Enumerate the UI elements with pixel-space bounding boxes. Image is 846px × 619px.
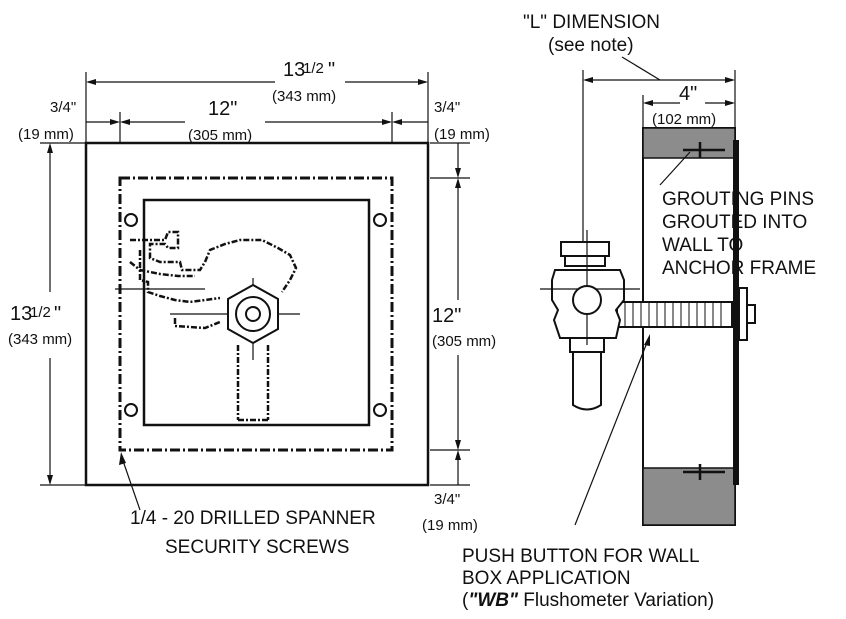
- grout-line2: GROUTED INTO: [662, 212, 807, 233]
- depth-value: 4": [679, 83, 697, 105]
- grout-line4: ANCHOR FRAME: [662, 258, 816, 279]
- outer-frame: [84, 141, 430, 487]
- button-flange: [738, 287, 748, 341]
- grout-line1: GROUTING PINS: [662, 189, 814, 210]
- inner-height-metric: (305 mm): [432, 333, 496, 350]
- screw-bottom-right: [373, 403, 387, 417]
- overall-height-frac: 1/2: [30, 304, 51, 321]
- cover-plate: [142, 198, 371, 427]
- left-margin-value: 3/4": [50, 99, 76, 116]
- left-margin-metric: (19 mm): [18, 126, 74, 143]
- front-view: [40, 72, 470, 511]
- right-margin-metric: (19 mm): [434, 126, 490, 143]
- right-margin-value: 3/4": [434, 99, 460, 116]
- push-label-rest: Flushometer Variation): [518, 590, 714, 611]
- overall-height-unit: ": [54, 303, 61, 325]
- bottom-margin-value: 3/4": [434, 491, 460, 508]
- inner-box-outline: [118, 176, 394, 452]
- overall-width-whole: 13: [283, 59, 305, 81]
- overall-height-metric: (343 mm): [8, 331, 72, 348]
- overall-width-metric: (343 mm): [272, 88, 336, 105]
- push-button-center: [245, 306, 261, 322]
- side-view: [540, 56, 756, 526]
- inner-height-value: 12": [432, 305, 461, 327]
- overall-height-whole: 13: [10, 303, 32, 325]
- screws-label-line2: SECURITY SCREWS: [165, 537, 349, 558]
- inner-width-value: 12": [208, 98, 237, 120]
- extension-tube: [616, 301, 733, 328]
- screws-label-line1: 1/4 - 20 DRILLED SPANNER: [130, 508, 376, 529]
- grout-bottom: [642, 467, 736, 526]
- grout-line3: WALL TO: [662, 235, 743, 256]
- front-plate: [733, 140, 739, 485]
- l-dimension-line1: "L" DIMENSION: [523, 12, 660, 33]
- push-label-line1: PUSH BUTTON FOR WALL: [462, 546, 700, 567]
- l-dimension-line2: (see note): [548, 35, 634, 56]
- push-label-line3: ("WB" Flushometer Variation): [462, 590, 714, 611]
- overall-width-frac: 1/2: [303, 60, 324, 77]
- depth-metric: (102 mm): [652, 111, 716, 128]
- push-label-line2: BOX APPLICATION: [462, 568, 631, 589]
- bottom-margin-metric: (19 mm): [422, 517, 478, 534]
- button-cap: [746, 304, 756, 324]
- inner-width-metric: (305 mm): [188, 127, 252, 144]
- flushometer-hidden: [129, 230, 298, 422]
- flushometer-side: [540, 230, 640, 411]
- push-label-open: (: [462, 590, 469, 611]
- extension-knurl: [624, 302, 722, 327]
- push-label-bold: "WB": [468, 590, 519, 611]
- screw-top-right: [373, 213, 387, 227]
- overall-width-unit: ": [328, 59, 335, 81]
- screw-top-left: [124, 213, 138, 227]
- screw-bottom-left: [124, 403, 138, 417]
